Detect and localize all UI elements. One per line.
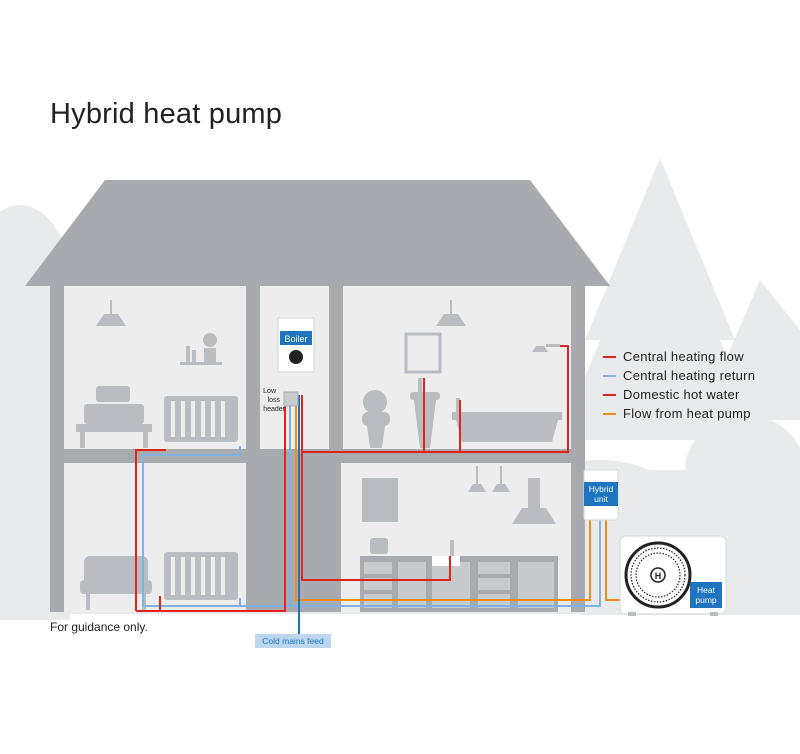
low-loss-header-label-3: header <box>263 406 285 413</box>
lamp-icon <box>492 466 510 492</box>
boiler-icon: Boiler <box>277 317 315 373</box>
bed-icon <box>76 386 152 448</box>
heat-pump-icon: H Heat pump <box>619 535 727 616</box>
radiator-icon <box>164 552 238 600</box>
central-heating-return-pipes <box>142 395 601 607</box>
svg-text:Central heating return: Central heating return <box>623 368 755 383</box>
low-loss-header-label-1: Low <box>263 388 277 395</box>
cooker-hood-icon <box>512 478 556 524</box>
low-loss-header-label-2: loss <box>268 397 281 404</box>
radiator-icon <box>164 396 238 442</box>
heat-pump-label-1: Heat <box>697 585 716 595</box>
legend: Central heating flow Central heating ret… <box>603 349 755 421</box>
hybrid-unit-label-2: unit <box>594 494 608 504</box>
svg-text:Domestic hot water: Domestic hot water <box>623 387 740 402</box>
boiler-label: Boiler <box>284 334 307 344</box>
legend-item-flow-from-heat-pump: Flow from heat pump <box>603 406 751 421</box>
central-heating-flow-pipes <box>135 345 569 612</box>
legend-item-central-heating-return: Central heating return <box>603 368 755 383</box>
low-loss-header <box>283 391 299 407</box>
svg-text:Flow from heat pump: Flow from heat pump <box>623 406 751 421</box>
page-title: Hybrid heat pump <box>50 98 283 130</box>
svg-text:H: H <box>655 571 662 581</box>
bathtub-icon <box>452 398 562 442</box>
svg-text:Cold mains feed: Cold mains feed <box>262 636 324 646</box>
cold-mains-feed-label: Cold mains feed <box>255 634 331 648</box>
house-walls <box>50 286 585 614</box>
lamp-icon <box>436 300 466 326</box>
legend-item-central-heating-flow: Central heating flow <box>603 349 744 364</box>
ground-line <box>0 612 800 614</box>
toilet-icon <box>362 390 390 448</box>
lamp-icon <box>96 300 126 326</box>
guidance-note: For guidance only. <box>50 620 148 634</box>
heat-pump-label-2: pump <box>695 595 717 605</box>
hybrid-unit-label-1: Hybrid <box>589 484 614 494</box>
roof <box>25 180 610 286</box>
lamp-icon <box>468 466 486 492</box>
svg-text:Central heating flow: Central heating flow <box>623 349 744 364</box>
legend-item-domestic-hot-water: Domestic hot water <box>603 387 740 402</box>
hybrid-unit-icon: Hybrid unit <box>583 469 619 521</box>
shower-icon <box>532 344 560 352</box>
heat-pump-flow-pipes <box>295 395 620 601</box>
furniture <box>76 300 562 612</box>
